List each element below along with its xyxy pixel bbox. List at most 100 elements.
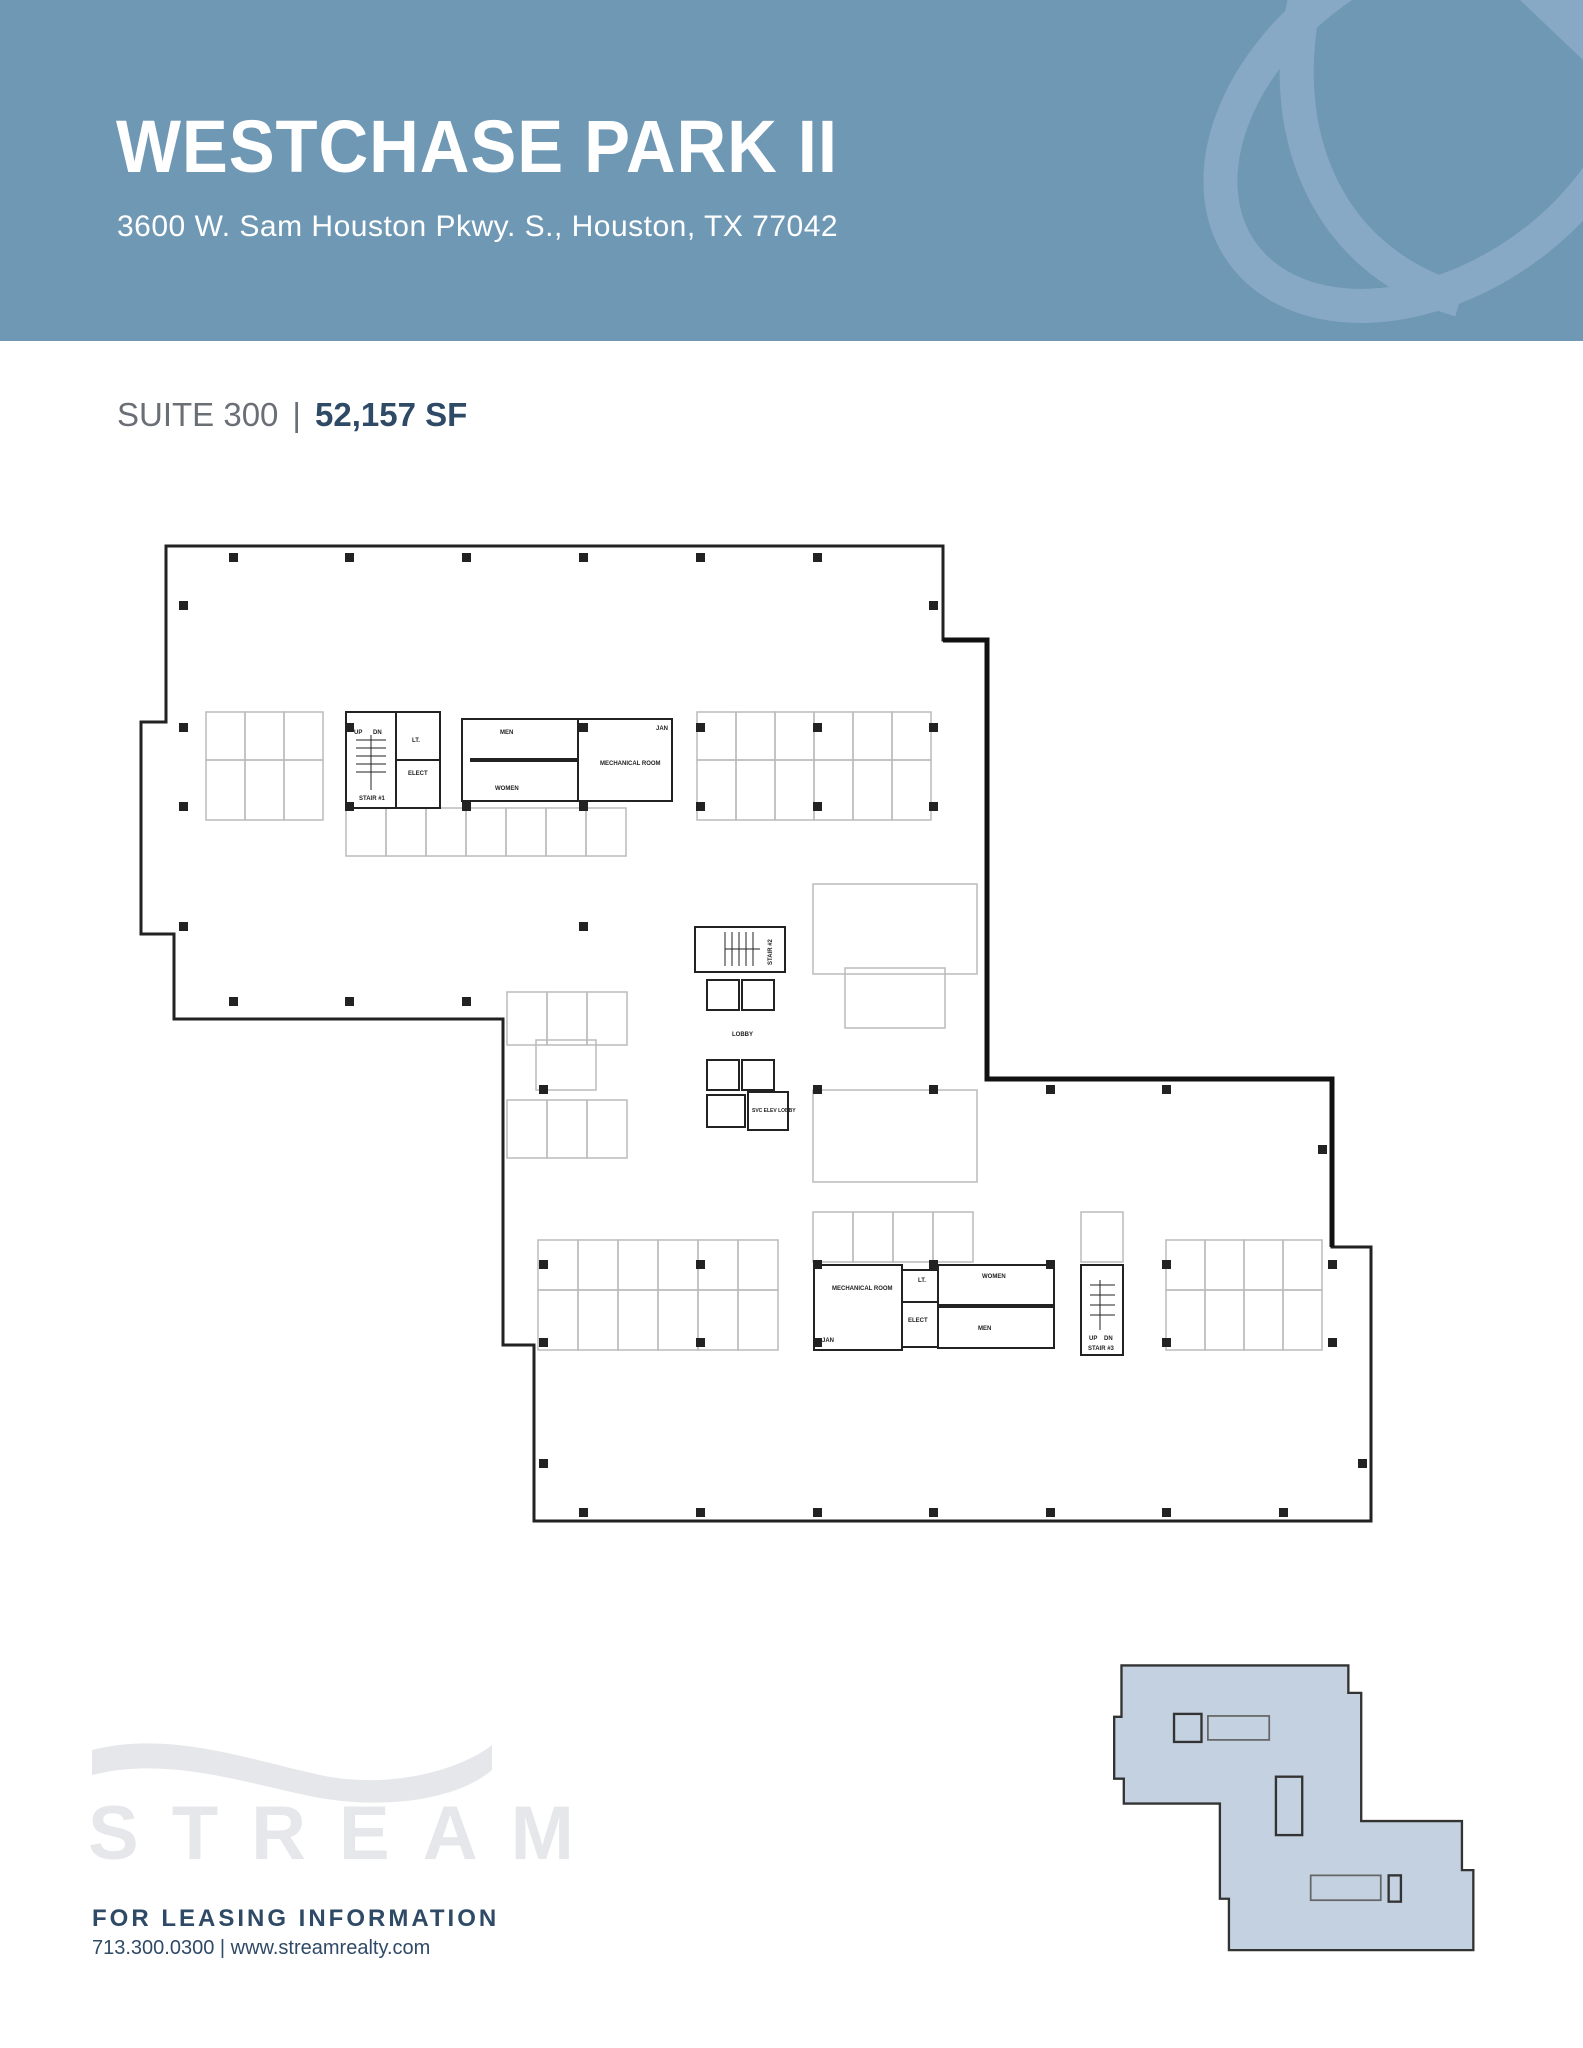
label-up-south: UP	[1089, 1336, 1097, 1342]
office	[737, 1289, 779, 1351]
label-up: UP	[354, 730, 362, 736]
label-men: MEN	[500, 730, 513, 736]
column	[929, 601, 938, 610]
column	[813, 723, 822, 732]
label-lobby: LOBBY	[732, 1032, 753, 1038]
column	[813, 802, 822, 811]
column	[579, 723, 588, 732]
office	[1080, 1211, 1124, 1263]
column	[813, 1338, 822, 1347]
column	[462, 802, 471, 811]
office	[891, 759, 932, 821]
property-title: WESTCHASE PARK II	[116, 105, 838, 188]
label-jan: JAN	[656, 726, 668, 732]
label-dn: DN	[373, 730, 382, 736]
column	[1358, 1459, 1367, 1468]
core-south: MECHANICAL ROOM LT. ELECT WOMEN MEN JAN …	[813, 1264, 1124, 1356]
label-lt-south: LT.	[918, 1278, 926, 1284]
label-men-south: MEN	[978, 1326, 991, 1332]
core-central: STAIR #2 LOBBY SVC ELEV LOBBY	[694, 926, 796, 1131]
label-women: WOMEN	[495, 786, 519, 792]
column	[813, 1508, 822, 1517]
column	[696, 1508, 705, 1517]
label-dn-south: DN	[1104, 1336, 1113, 1342]
column	[696, 1338, 705, 1347]
office	[812, 883, 978, 975]
decorative-swoosh-icon	[1203, 0, 1583, 323]
stream-logo-text: STREAM	[88, 1791, 607, 1876]
suite-area: 52,157 SF	[315, 396, 468, 433]
label-svc-lobby: SVC ELEV LOBBY	[752, 1108, 796, 1114]
column	[1279, 1508, 1288, 1517]
column	[929, 802, 938, 811]
column	[813, 1085, 822, 1094]
column	[813, 553, 822, 562]
column	[1328, 1260, 1337, 1269]
column	[345, 802, 354, 811]
column	[1162, 1260, 1171, 1269]
label-mechanical-south: MECHANICAL ROOM	[832, 1286, 893, 1292]
label-jan-south: JAN	[822, 1338, 834, 1344]
label-elect: ELECT	[408, 771, 428, 777]
column	[696, 802, 705, 811]
column	[345, 997, 354, 1006]
suite-separator: |	[292, 396, 301, 433]
column	[345, 553, 354, 562]
column	[345, 723, 354, 732]
column	[179, 723, 188, 732]
office	[812, 1089, 978, 1183]
contact-info[interactable]: 713.300.0300 | www.streamrealty.com	[92, 1937, 431, 1959]
column	[696, 553, 705, 562]
office	[844, 967, 946, 1029]
office	[1282, 1289, 1323, 1351]
office	[932, 1211, 974, 1263]
column	[179, 601, 188, 610]
label-mechanical: MECHANICAL ROOM	[600, 761, 661, 767]
column	[229, 553, 238, 562]
column	[1162, 1508, 1171, 1517]
label-stair-3: STAIR #3	[1088, 1346, 1115, 1352]
column	[539, 1338, 548, 1347]
column	[179, 922, 188, 931]
column	[179, 802, 188, 811]
column	[539, 1260, 548, 1269]
office	[586, 991, 628, 1046]
column	[579, 553, 588, 562]
column	[1162, 1085, 1171, 1094]
column	[696, 723, 705, 732]
suite-info: SUITE 300|52,157 SF	[117, 396, 467, 434]
column	[1328, 1338, 1337, 1347]
column	[579, 1508, 588, 1517]
exterior-wall	[943, 637, 1335, 1247]
column	[929, 1085, 938, 1094]
column	[929, 1508, 938, 1517]
column	[929, 723, 938, 732]
building-outline	[139, 544, 1373, 1523]
leasing-heading: FOR LEASING INFORMATION	[92, 1905, 500, 1932]
column	[696, 1260, 705, 1269]
property-address: 3600 W. Sam Houston Pkwy. S., Houston, T…	[117, 210, 839, 243]
label-stair-1: STAIR #1	[359, 796, 386, 802]
column	[539, 1459, 548, 1468]
column	[462, 997, 471, 1006]
column	[539, 1085, 548, 1094]
stream-wave-logo-icon	[92, 1743, 492, 1803]
column	[1046, 1085, 1055, 1094]
core-north: UP DN STAIR #1 LT. ELECT MEN WOMEN MECHA…	[345, 711, 673, 809]
column	[929, 1260, 938, 1269]
office-partitions	[205, 711, 1323, 1351]
office	[283, 759, 324, 821]
label-elect-south: ELECT	[908, 1318, 928, 1324]
key-plan	[1113, 1664, 1475, 1952]
column	[1318, 1145, 1327, 1154]
office	[585, 807, 627, 857]
label-stair-2: STAIR #2	[768, 938, 774, 965]
office	[535, 1039, 597, 1091]
column	[579, 802, 588, 811]
label-women-south: WOMEN	[982, 1274, 1006, 1280]
label-lt: LT.	[412, 738, 420, 744]
office	[586, 1099, 628, 1159]
column	[462, 553, 471, 562]
column	[1046, 1508, 1055, 1517]
